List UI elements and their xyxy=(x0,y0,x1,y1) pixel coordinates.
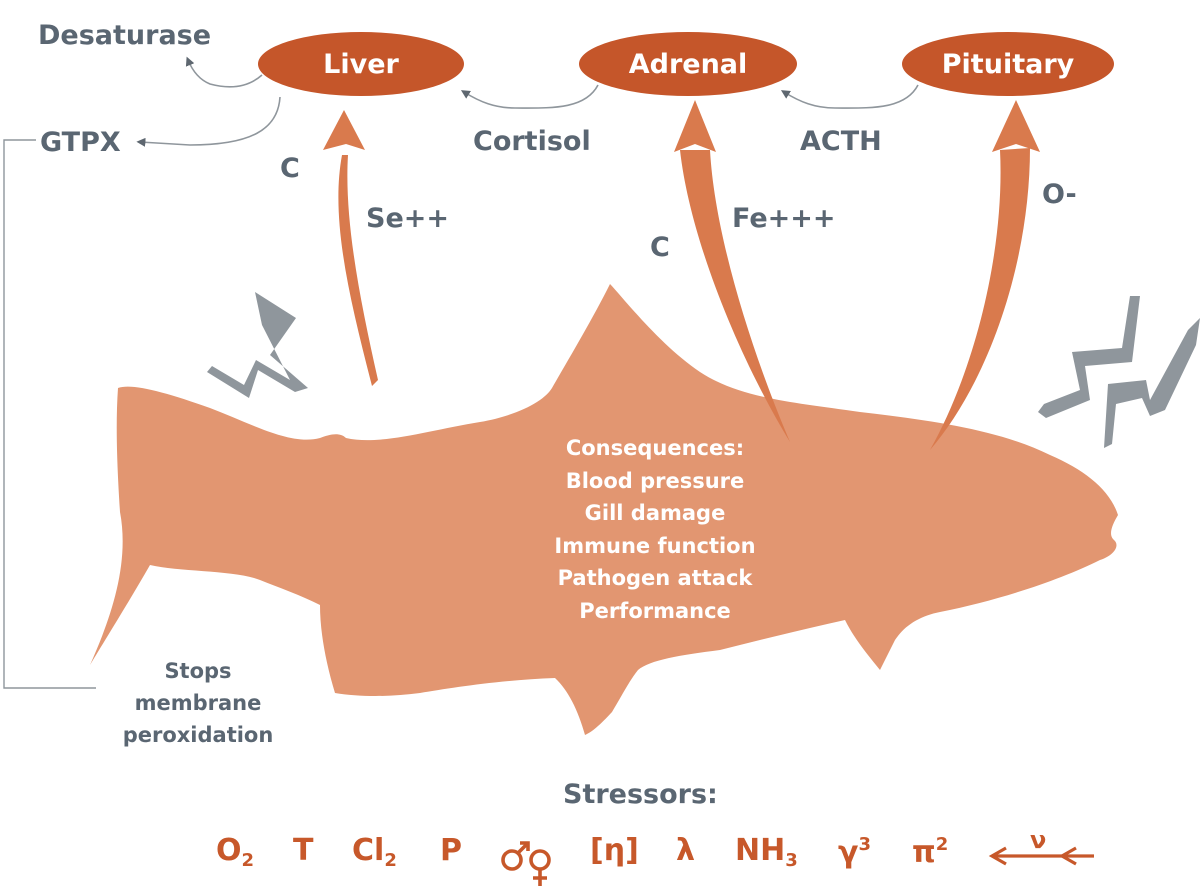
fish-silhouette xyxy=(90,284,1118,735)
stressor-gamma-sup: 3 xyxy=(858,834,871,855)
stressor-wavelength: λ xyxy=(676,833,695,868)
arrow-to-pituitary xyxy=(930,100,1040,450)
adrenal-node: Adrenal xyxy=(579,32,797,96)
adrenal-label: Adrenal xyxy=(628,48,748,80)
stressor-gamma-base: γ xyxy=(838,835,859,870)
stressor-chlorine-base: Cl xyxy=(352,833,385,868)
stressor-chlorine-sub: 2 xyxy=(384,850,397,871)
male-female-symbol xyxy=(501,841,551,886)
feedback-bracket xyxy=(3,139,96,689)
selenium-label: Se++ xyxy=(366,203,450,234)
connector-liver-to-desaturase xyxy=(185,56,263,88)
connector-pituitary-to-adrenal xyxy=(780,84,919,109)
stressor-chlorine: Cl2 xyxy=(352,836,397,870)
iron-label: Fe+++ xyxy=(732,203,836,234)
stressor-ammonia-sub: 3 xyxy=(785,850,798,871)
pituitary-node: Pituitary xyxy=(902,32,1114,96)
consequence-item: Gill damage xyxy=(584,501,726,525)
consequence-item: Immune function xyxy=(554,533,756,558)
consequences-block: Consequences: Blood pressure Gill damage… xyxy=(500,432,810,627)
liver-label: Liver xyxy=(323,48,399,80)
consequence-item: Pathogen attack xyxy=(557,566,753,590)
acth-label: ACTH xyxy=(800,126,882,157)
stressor-pi: π2 xyxy=(912,836,948,868)
stressor-pi-base: π xyxy=(912,835,936,870)
consequence-item: Performance xyxy=(579,598,731,623)
stressor-gamma: γ3 xyxy=(838,836,871,868)
nu-arrow-symbol xyxy=(988,846,1094,866)
stops-line: peroxidation xyxy=(122,723,274,747)
stressor-pressure: P xyxy=(440,833,462,868)
stressor-oxygen-base: O xyxy=(216,833,242,868)
stressor-oxygen: O2 xyxy=(216,836,254,870)
liver-node: Liver xyxy=(258,32,464,96)
pituitary-label: Pituitary xyxy=(941,48,1075,80)
stops-line: Stops xyxy=(164,659,232,683)
stressor-ammonia-base: NH xyxy=(735,833,786,868)
lightning-bolt-left xyxy=(207,292,308,398)
stressor-oxygen-sub: 2 xyxy=(241,850,255,871)
connector-liver-to-gtpx xyxy=(136,96,281,147)
stressor-pi-sup: 2 xyxy=(935,834,949,855)
connector-adrenal-to-liver xyxy=(460,84,599,109)
consequence-item: Blood pressure xyxy=(565,468,745,493)
oxygen-radical-label: O- xyxy=(1042,179,1077,210)
stressor-frequency: ν xyxy=(1030,826,1047,854)
consequences-title: Consequences: xyxy=(565,436,745,460)
lightning-bolt-right xyxy=(1038,296,1200,448)
stops-peroxidation-note: Stops membrane peroxidation xyxy=(98,655,298,751)
cofactor-c-adrenal-label: C xyxy=(650,232,670,263)
arrow-to-liver xyxy=(323,110,378,386)
arrow-to-adrenal xyxy=(674,100,790,442)
cofactor-c-liver-label: C xyxy=(280,153,300,184)
stressor-temperature: T xyxy=(293,833,314,868)
gtpx-label: GTPX xyxy=(40,127,121,158)
stressor-viscosity: [η] xyxy=(590,833,639,868)
cortisol-label: Cortisol xyxy=(473,126,591,157)
stressors-title: Stressors: xyxy=(563,779,718,810)
stressor-ammonia: NH3 xyxy=(735,836,798,870)
stops-line: membrane xyxy=(134,691,262,715)
desaturase-label: Desaturase xyxy=(38,20,212,51)
